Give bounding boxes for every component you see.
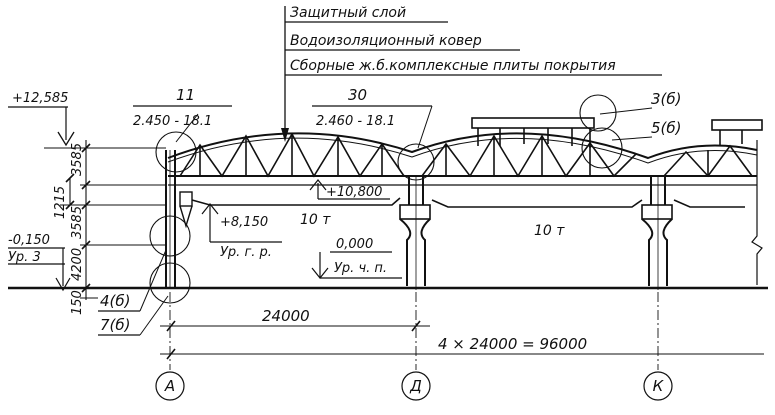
elevation-ground-note: Ур. 3: [8, 250, 41, 265]
skylight-lantern-1: [471, 117, 595, 148]
node-30-label: 30 2.460 - 18.1: [312, 86, 433, 149]
elevation-crane-rail-value: +8,150: [220, 215, 268, 230]
elevation-top-value: +12,585: [12, 91, 68, 106]
callout-arrow: [281, 128, 289, 142]
callout-leaders: [284, 6, 662, 135]
break-line: [751, 140, 763, 285]
node-4b-label: 4(б): [98, 249, 167, 312]
node-5b-label: 5(б): [651, 119, 682, 137]
crane-beams: [191, 197, 745, 208]
node-11-label: 11 2.450 - 18.1: [133, 86, 232, 143]
elevation-ground: -0,150 Ур. 3: [8, 233, 71, 292]
callout-protective-layer: Защитный слой: [290, 5, 406, 21]
roof-structure: [167, 132, 758, 186]
crane-capacity-span-1: 10 т: [300, 212, 331, 228]
column-axis-K: [641, 176, 673, 290]
axis-marker-D: Д: [401, 371, 431, 401]
truss-web-span-3: [663, 144, 753, 178]
dim-total: 4 × 24000 = 96000: [160, 335, 764, 360]
node-4b-text: 4(б): [100, 292, 131, 310]
skylight-lantern-2: [711, 119, 763, 146]
callout-waterproof-carpet: Водоизоляционный ковер: [290, 33, 482, 49]
dim-span-value: 24000: [262, 307, 310, 325]
callout-roof-slabs: Сборные ж.б.комплексные плиты покрытия: [290, 58, 616, 74]
dim-span: 24000: [160, 307, 430, 332]
elevation-ground-value: -0,150: [8, 233, 50, 248]
node-3b-leader: [599, 107, 653, 115]
axis-marker-A: А: [155, 371, 185, 401]
dim-v-3585-mid: 3585: [70, 206, 85, 239]
axis-label-K: К: [653, 377, 665, 395]
node-30-number: 30: [348, 86, 367, 104]
column-axis-D: [399, 176, 431, 290]
node-3b-label: 3(б): [651, 90, 682, 108]
truss-web-span-2: [421, 134, 637, 178]
elevation-truss-bottom-value: +10,800: [326, 185, 382, 200]
crane-capacity-span-2: 10 т: [534, 223, 565, 239]
elevation-crane-rail: +8,150 Ур. г. р.: [201, 203, 282, 260]
node-7b-label: 7(б): [98, 295, 169, 336]
elevation-crane-rail-note: Ур. г. р.: [220, 245, 272, 260]
node-5b-leader: [611, 136, 653, 141]
axis-marker-K: К: [643, 371, 673, 401]
elevation-floor: 0,000 Ур. ч. п.: [311, 237, 392, 279]
column-axis-A: [165, 150, 193, 288]
node-30-series: 2.460 - 18.1: [316, 114, 395, 129]
elevation-top: +12,585: [8, 91, 75, 147]
dim-v-4200: 4200: [70, 248, 85, 281]
dim-total-value: 4 × 24000 = 96000: [438, 335, 587, 353]
elevation-truss-bottom: +10,800: [309, 179, 390, 200]
elevation-floor-value: 0,000: [336, 237, 373, 252]
node-11-series: 2.450 - 18.1: [133, 114, 212, 129]
dim-v-150: 150: [70, 290, 85, 315]
elevation-floor-note: Ур. ч. п.: [334, 261, 387, 276]
vertical-dimensions: [44, 140, 166, 300]
axis-lines: [169, 292, 659, 370]
axis-label-A: А: [164, 377, 175, 395]
axis-label-D: Д: [409, 377, 422, 395]
dim-v-3585-top: 3585: [70, 143, 85, 176]
truss-web-span-1: [179, 132, 405, 178]
dim-v-1215: 1215: [53, 186, 68, 219]
node-11-number: 11: [176, 86, 195, 104]
node-7b-text: 7(б): [100, 316, 131, 334]
